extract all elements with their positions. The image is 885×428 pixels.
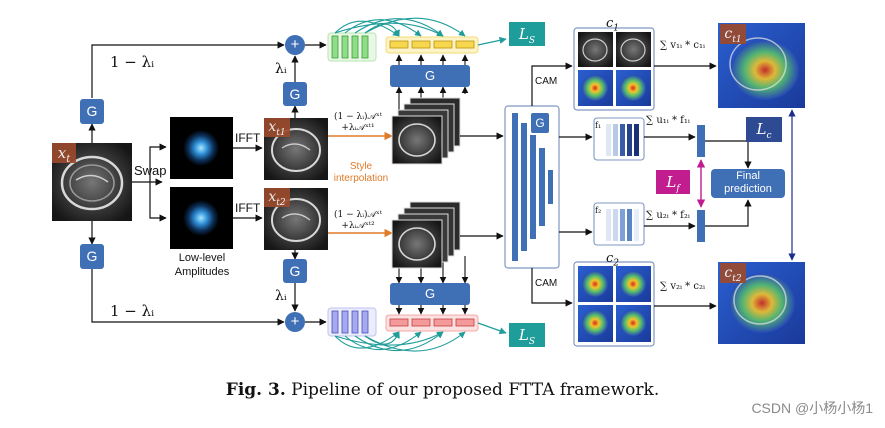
amplitude-spectrum-bottom [170,187,233,249]
label-one-minus-lambda-top: 1 − λᵢ [110,53,155,71]
label-cam-top: CAM [535,76,558,87]
tag-ct2: ct2 [720,263,746,284]
tag-ct1: ct1 [720,24,746,45]
edge-swap-up [149,143,167,182]
loss-ls-bottom: LS [509,323,545,347]
edge-cam-bottom [531,268,573,307]
g-block-stack-bottom: G [390,283,470,305]
edge-cam-top [531,62,573,106]
label-f2: f₂ [595,206,602,215]
feature-stack-green [327,32,377,62]
edge-to-ls-bottom [477,322,507,335]
label-style-interpolation: Style interpolation [333,161,389,184]
final-prediction-box: Final prediction [711,169,785,198]
formula-interp-bottom: (1 − λᵢ)𝒜ˣᵗ +λᵢ𝒜ˣᵗ² [334,210,383,231]
label-low-level-amplitudes: Low-level Amplitudes [174,252,230,278]
fused-vector-bottom [697,210,705,242]
g-block-xt2: G [283,259,307,283]
stylized-stack-bottom [391,201,461,269]
g-block-xt1: G [283,82,307,106]
tag-xt2: xt2 [264,188,290,208]
feature-bars-f2 [593,202,645,246]
label-cam-bottom: CAM [535,278,558,289]
cam-grid-c2 [573,261,655,347]
figure-caption: Fig. 3. Pipeline of our proposed FTTA fr… [225,380,660,400]
label-swap: Swap [134,163,167,178]
classifier-network [504,105,560,269]
formula-sum-v1: ∑ v₁ᵢ * c₁ᵢ [660,40,705,51]
label-ifft-top: IFFT [235,131,261,145]
tag-xt: xt [52,143,76,165]
feature-bars-f1 [593,117,645,161]
formula-interp-top: (1 − λᵢ)𝒜ˣᵗ +λᵢ𝒜ˣᵗ¹ [334,112,383,133]
edge-vec-bottom-to-pred [705,199,752,227]
label-c1: c1 [606,16,620,34]
watermark: CSDN @小杨小杨1 [751,400,873,416]
formula-sum-u1: ∑ u₁ᵢ * f₁ᵢ [646,115,690,126]
g-block-bottom-left: G [80,244,104,269]
edge-g-top-to-plus [91,41,285,98]
label-lambda-top: λᵢ [275,61,287,77]
label-f1: f₁ [595,121,602,130]
stylized-stack-top [391,97,461,165]
edge-to-ls-top [477,36,507,46]
cam-grid-c1 [573,27,655,111]
feature-row-pink [385,314,479,332]
sum-node-top [285,35,305,55]
feature-row-yellow [385,36,479,54]
teal-arcs-bottom [334,331,466,352]
loss-lc: Lc [746,117,782,142]
edge-vec-top-to-pred [705,140,752,169]
teal-arcs-top [334,17,466,37]
label-c2: c2 [606,251,620,269]
fused-vector-top [697,125,705,157]
label-ifft-bottom: IFFT [235,201,261,215]
g-block-network: G [530,112,550,134]
amplitude-spectrum-top [170,117,233,179]
label-lambda-bottom: λᵢ [275,288,287,304]
edge-swap-down [149,182,167,222]
diagram-canvas [52,17,805,352]
loss-lf: Lf [656,170,690,194]
edge-g-bottom-to-plus [91,268,285,326]
plus-symbol-bottom: + [290,313,300,330]
g-block-stack-top: G [390,65,470,87]
feature-stack-purple [327,307,377,337]
formula-sum-u2: ∑ u₂ᵢ * f₂ᵢ [646,210,690,221]
formula-sum-v2: ∑ v₂ᵢ * c₂ᵢ [660,281,705,292]
plus-symbol-top: + [290,36,300,53]
tag-xt1: xt1 [264,118,290,138]
g-block-top-left: G [80,99,104,124]
sum-node-bottom [285,312,305,332]
loss-ls-top: LS [509,22,545,46]
label-one-minus-lambda-bottom: 1 − λᵢ [110,302,155,320]
